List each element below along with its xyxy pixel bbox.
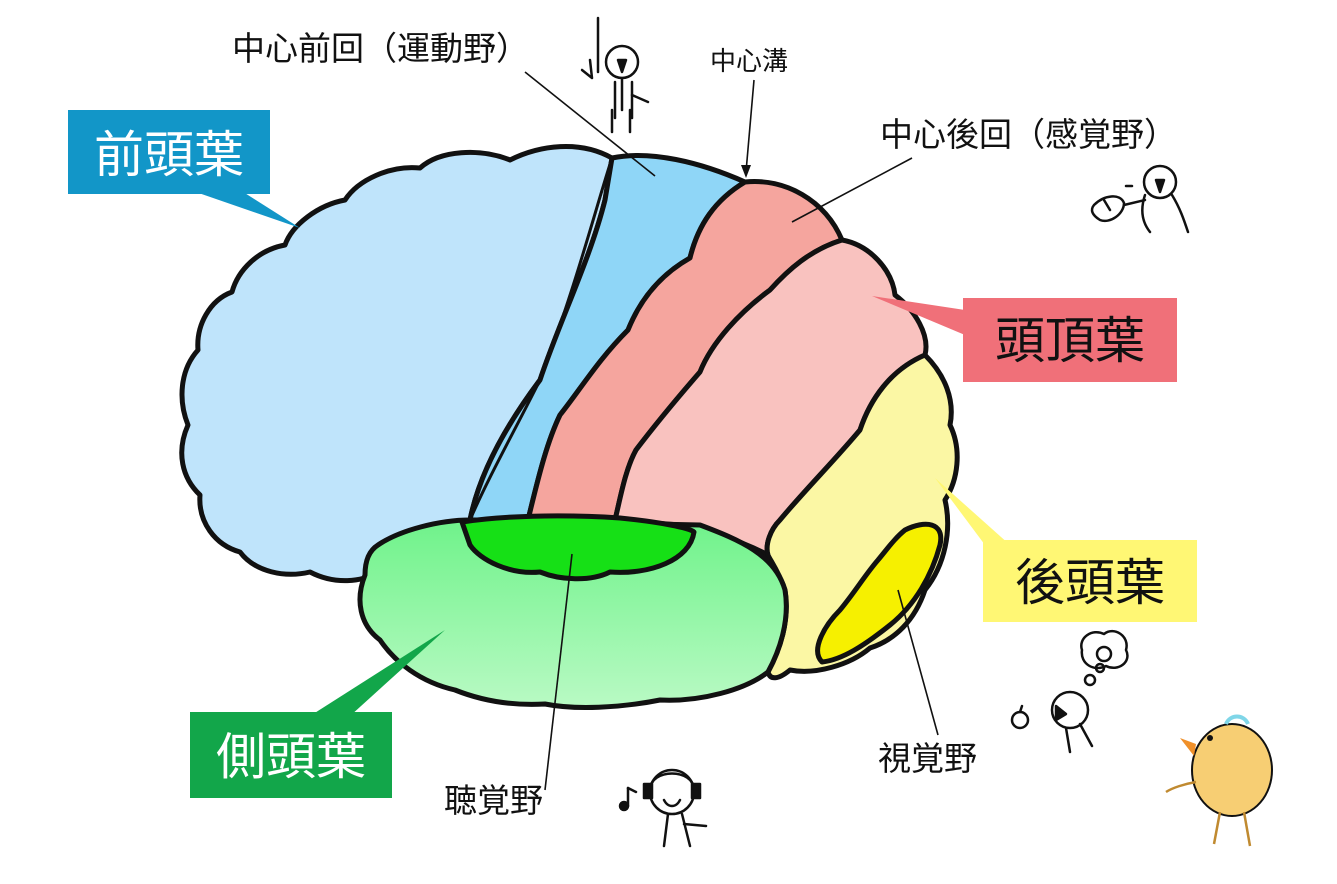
stick-figure-motor-icon bbox=[580, 16, 650, 134]
chick-drawing-icon bbox=[1165, 714, 1273, 847]
leader-central-sulcus bbox=[745, 79, 755, 173]
label-precentral-text: 中心前回（運動野） bbox=[232, 29, 529, 68]
leader-postcentral bbox=[791, 157, 913, 223]
callout-frontal: 前頭葉 bbox=[68, 110, 300, 228]
label-auditory-text: 聴覚野 bbox=[444, 781, 543, 820]
leader-visual bbox=[897, 589, 939, 736]
callout-temporal: 側頭葉 bbox=[190, 630, 445, 798]
callout-parietal: 頭頂葉 bbox=[872, 296, 1177, 382]
callout-occipital-label: 後頭葉 bbox=[1015, 554, 1165, 612]
leader-auditory bbox=[544, 553, 573, 791]
callout-parietal-box bbox=[963, 298, 1177, 382]
stick-figure-sensory-icon bbox=[1090, 164, 1190, 234]
callout-frontal-pointer bbox=[190, 190, 300, 228]
label-precentral: 中心前回（運動野） bbox=[232, 29, 656, 177]
brain bbox=[179, 143, 960, 710]
callout-frontal-label: 前頭葉 bbox=[94, 126, 244, 184]
stick-figure-visual-icon bbox=[1010, 629, 1129, 754]
callout-temporal-pointer bbox=[310, 630, 445, 716]
callout-occipital-box bbox=[983, 540, 1197, 622]
stick-figure-auditory-icon bbox=[618, 768, 708, 848]
sulcus-line-1 bbox=[468, 156, 614, 522]
arrowhead-icon bbox=[741, 165, 751, 178]
callout-parietal-label: 頭頂葉 bbox=[995, 312, 1145, 370]
callout-temporal-box bbox=[190, 712, 392, 798]
callout-occipital: 後頭葉 bbox=[935, 478, 1197, 622]
region-visual bbox=[815, 521, 944, 665]
callout-temporal-label: 側頭葉 bbox=[216, 728, 366, 786]
callout-parietal-pointer bbox=[872, 296, 965, 335]
label-visual: 視覚野 bbox=[878, 589, 977, 778]
region-parietal bbox=[612, 237, 929, 558]
region-auditory bbox=[459, 513, 697, 582]
callout-frontal-box bbox=[68, 110, 270, 194]
label-auditory: 聴覚野 bbox=[444, 553, 573, 820]
label-postcentral-text: 中心後回（感覚野） bbox=[880, 115, 1177, 154]
label-visual-text: 視覚野 bbox=[878, 739, 977, 778]
label-postcentral: 中心後回（感覚野） bbox=[791, 115, 1177, 223]
leader-precentral bbox=[524, 71, 656, 177]
callout-occipital-pointer bbox=[935, 478, 1010, 545]
label-central-sulcus-text: 中心溝 bbox=[710, 47, 788, 77]
label-central-sulcus: 中心溝 bbox=[710, 47, 788, 178]
region-temporal bbox=[357, 517, 789, 710]
